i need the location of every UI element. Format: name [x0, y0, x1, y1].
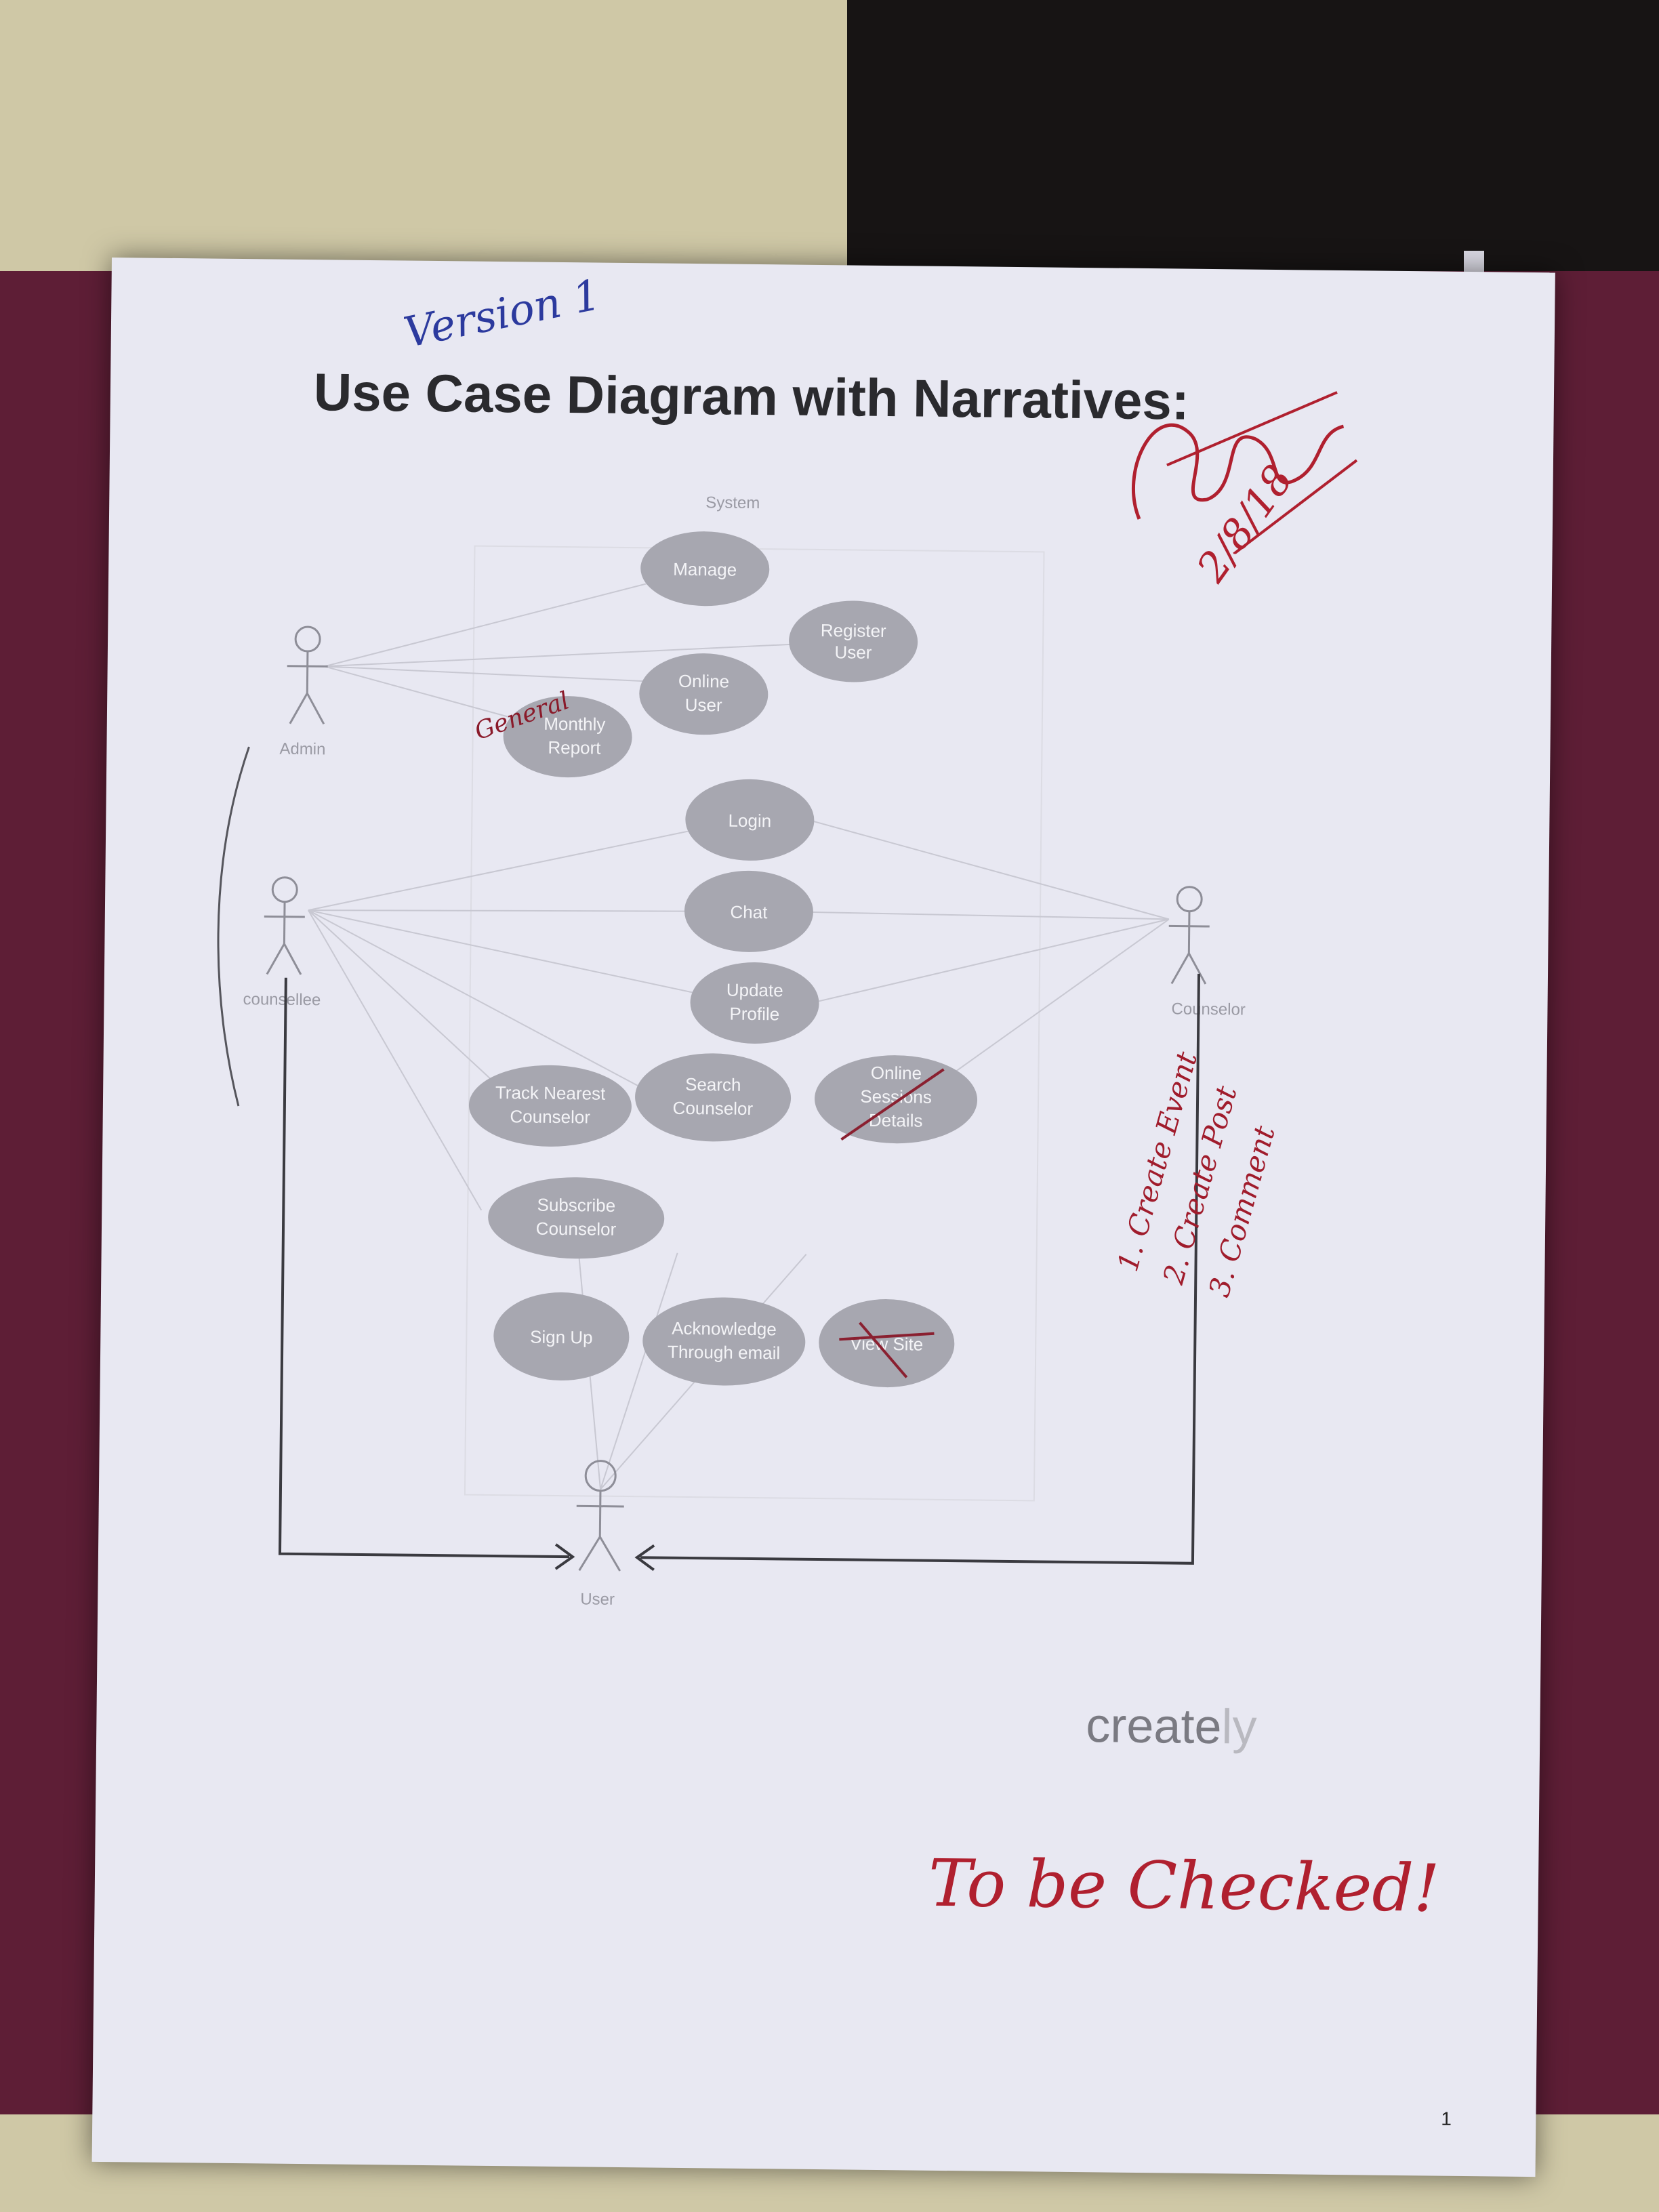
- usecase-online-user: [639, 653, 769, 735]
- usecase-subscribe-label-1: Subscribe: [537, 1195, 615, 1216]
- usecase-register-label-2: User: [834, 642, 872, 663]
- actor-counselor-figure: [1168, 886, 1210, 985]
- usecase-register-label-1: Register: [821, 620, 886, 641]
- actor-counsellee-figure: [264, 876, 305, 975]
- actor-user-label: User: [580, 1590, 615, 1609]
- usecase-track-label-2: Counselor: [510, 1106, 590, 1127]
- usecase-online-user-label-2: User: [685, 695, 723, 716]
- creately-watermark: creately: [1086, 1698, 1257, 1755]
- usecase-subscribe: [488, 1177, 665, 1259]
- usecase-monthly-label-2: Report: [548, 737, 601, 758]
- usecase-login-label: Login: [728, 811, 771, 832]
- usecase-monthly-report: [503, 696, 632, 778]
- usecase-sign-up: [493, 1292, 630, 1381]
- usecase-sessions-label-1: Online: [871, 1063, 922, 1084]
- page-number: 1: [1441, 2108, 1452, 2129]
- actor-counselor-label: Counselor: [1171, 1000, 1246, 1019]
- usecase-online-user-label-1: Online: [678, 671, 729, 692]
- actor-admin-figure: [287, 626, 328, 725]
- usecase-track-label-1: Track Nearest: [495, 1082, 606, 1104]
- usecase-update-label-2: Profile: [729, 1004, 779, 1025]
- usecase-sessions-label-3: Details: [869, 1110, 923, 1131]
- usecase-view-site: [819, 1299, 955, 1388]
- creately-watermark-b: ly: [1221, 1700, 1257, 1755]
- usecase-update-label-1: Update: [726, 980, 783, 1001]
- generalization-arrows: [278, 973, 1201, 1572]
- usecase-track-nearest: [468, 1065, 632, 1147]
- signature-scribble: [1132, 391, 1358, 555]
- background-fabric-cream: [0, 0, 847, 271]
- creately-watermark-a: create: [1085, 1698, 1222, 1755]
- association-lines: [308, 568, 1170, 1490]
- usecase-search-counselor: [635, 1053, 792, 1142]
- usecase-login: [685, 779, 815, 861]
- to-be-checked-handwriting: To be Checked!: [928, 1845, 1441, 1927]
- strike-through-marks: [839, 1068, 945, 1378]
- usecase-subscribe-label-2: Counselor: [536, 1218, 617, 1240]
- paper-sheet: Version 1 Use Case Diagram with Narrativ…: [91, 258, 1555, 2177]
- system-boundary: [464, 545, 1045, 1502]
- actor-counsellee-label: counsellee: [243, 990, 321, 1009]
- actor-admin-label: Admin: [279, 740, 325, 759]
- system-label: System: [705, 493, 760, 512]
- background-fabric-dark: [847, 0, 1659, 271]
- usecase-ack-label-1: Acknowledge: [672, 1318, 777, 1340]
- usecase-manage: [640, 531, 770, 607]
- usecase-signup-label: Sign Up: [530, 1327, 593, 1348]
- usecase-chat-label: Chat: [730, 902, 768, 923]
- usecase-update-profile: [690, 962, 819, 1044]
- usecase-search-label-1: Search: [685, 1074, 741, 1095]
- use-case-ellipses: [468, 531, 978, 1388]
- use-case-labels: Manage Register User Online User Monthly…: [495, 559, 932, 1364]
- actor-user-figure: [576, 1460, 624, 1572]
- usecase-monthly-label-1: Monthly: [544, 714, 605, 735]
- usecase-online-sessions: [815, 1055, 978, 1144]
- usecase-manage-label: Manage: [673, 559, 737, 580]
- usecase-register-user: [789, 600, 918, 682]
- use-case-diagram: System Adm: [217, 493, 1246, 1609]
- usecase-sessions-label-2: Sessions: [860, 1086, 932, 1107]
- usecase-chat: [684, 870, 813, 952]
- usecase-search-label-2: Counselor: [672, 1098, 753, 1119]
- hand-drawn-curve: [217, 746, 250, 1107]
- usecase-acknowledge: [642, 1297, 806, 1386]
- usecase-ack-label-2: Through email: [668, 1342, 781, 1364]
